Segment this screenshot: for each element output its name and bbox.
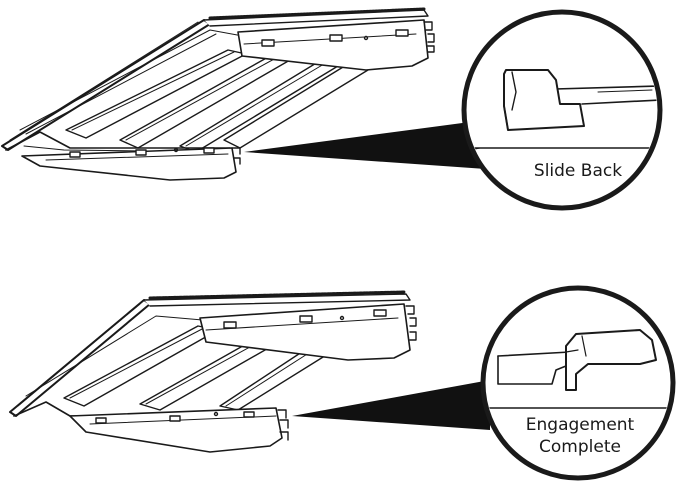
bracket-hooks	[423, 21, 435, 53]
callout-pointer-bottom	[292, 380, 490, 430]
side-bracket-left	[69, 407, 283, 453]
side-bracket-right	[237, 19, 429, 71]
shelf-assembly-top	[1, 7, 500, 181]
side-bracket-right	[199, 303, 411, 361]
shelf-assembly-bottom	[9, 290, 490, 453]
callout-circle-top	[461, 9, 663, 211]
bracket-hooks	[405, 305, 417, 341]
callout-label-engagement-complete: Engagement Complete	[510, 414, 650, 458]
slide-tab	[565, 329, 657, 391]
shelf-rib	[63, 325, 219, 407]
callout-label-slide-back: Slide Back	[533, 161, 623, 181]
shelf-rear-rail	[143, 293, 411, 307]
callout-pointer-top	[244, 118, 500, 170]
callout-label-line-2: Complete	[539, 437, 621, 457]
callout-circle-bottom	[480, 285, 676, 481]
callout-label-line-1: Engagement	[525, 415, 635, 435]
